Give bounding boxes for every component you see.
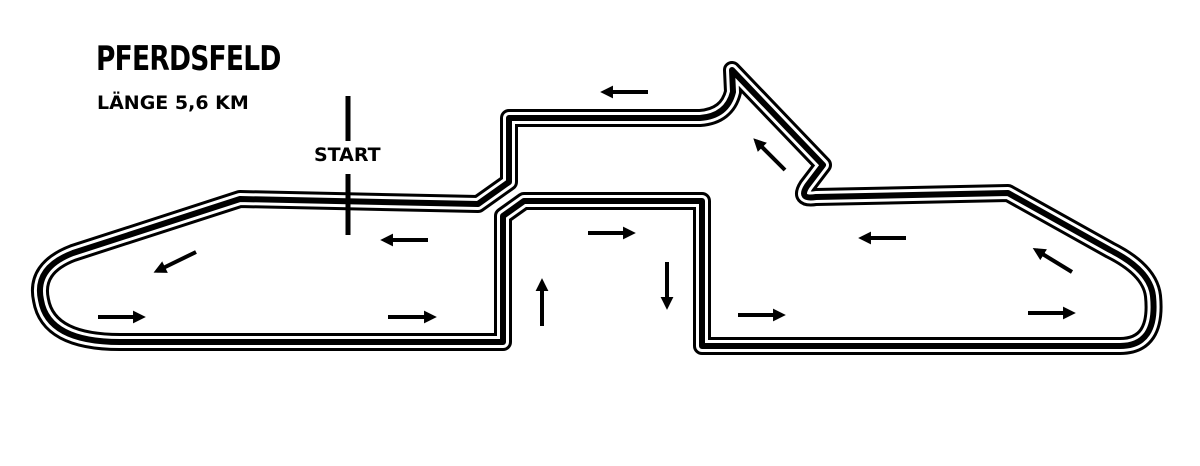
arrow-down-left-icon (153, 250, 197, 273)
start-label: START (314, 144, 381, 166)
track-length: LÄNGE 5,6 KM (97, 92, 249, 114)
arrow-up-left-icon (1032, 247, 1074, 274)
arrow-up-left-icon (753, 138, 787, 172)
direction-arrows (98, 85, 1076, 326)
circuit-outline (31, 61, 1163, 355)
map-title: PFERDSFELD (96, 39, 281, 79)
